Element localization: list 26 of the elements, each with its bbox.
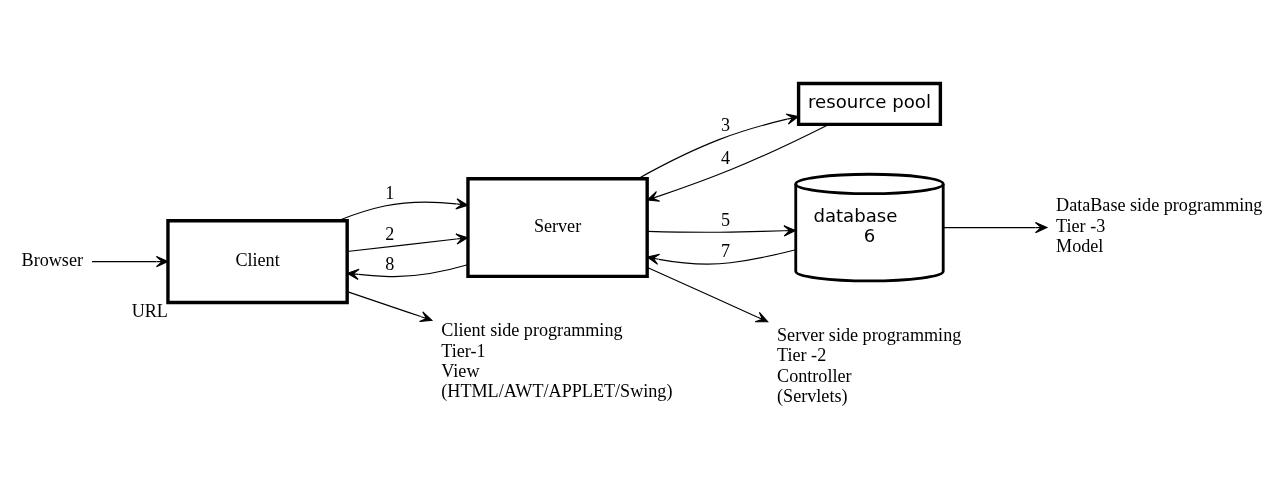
arrow [646,123,830,202]
node-box: Server [466,177,649,279]
arrow [942,221,1048,234]
arrow [646,249,797,265]
edge-label: 4 [720,147,730,168]
arrow [646,267,769,323]
edge-label: 7 [720,240,730,261]
node-text: Server side programming Tier -2 Controller (Servlets) [777,324,962,407]
edge-label: 3 [720,114,730,135]
arrow [646,225,796,237]
edge-label: 8 [385,254,395,275]
node-text: DataBase side programming Tier -3 Model [1056,195,1263,257]
node-text: Browser [21,249,83,270]
node-box: Client [166,219,349,305]
node-label: URL [131,300,168,321]
arrow [346,291,433,323]
arrow [346,264,469,281]
arrow [337,198,469,222]
node-box: resource pool [796,81,943,127]
edge-label: 2 [385,223,395,244]
node-text: Client side programming Tier-1 View (HTML/AWT/APPLET/Swing) [441,320,673,402]
arrow [637,113,799,180]
edge-label: 1 [385,183,395,203]
edge-label: 5 [720,210,730,231]
arrow [91,255,169,268]
arrow [346,233,469,253]
